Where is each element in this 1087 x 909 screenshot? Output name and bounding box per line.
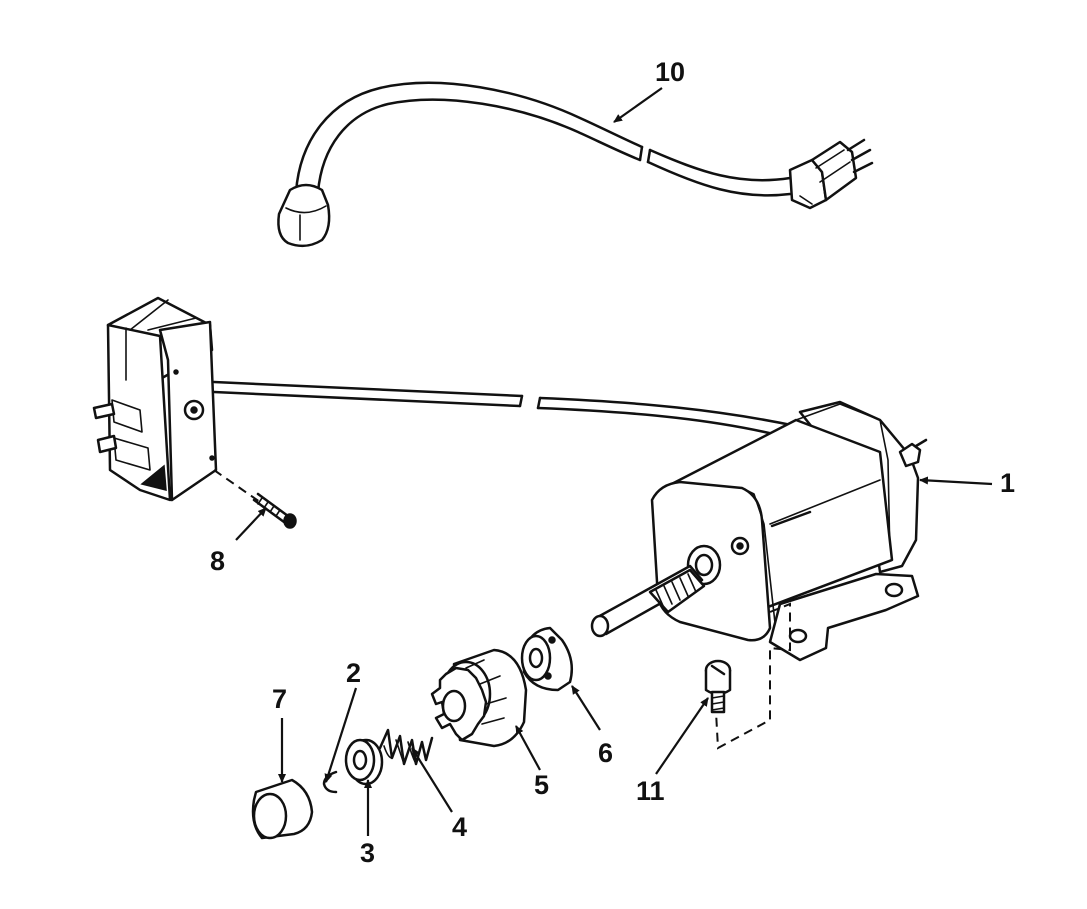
callout-1: 1	[1000, 468, 1015, 498]
callout-labels: 10 1 8 2 7 6 5 11 4 3	[210, 57, 1015, 868]
pinion-gear-icon	[430, 648, 528, 748]
leader-lines	[235, 87, 993, 836]
power-cord-icon	[277, 81, 874, 248]
callout-8: 8	[210, 546, 225, 576]
screw-icon	[213, 469, 297, 529]
callout-4: 4	[452, 812, 467, 842]
callout-5: 5	[534, 770, 549, 800]
starter-motor-icon	[590, 400, 928, 662]
callout-6: 6	[598, 738, 613, 768]
callout-7: 7	[272, 684, 287, 714]
switch-cable-icon	[212, 380, 798, 440]
spring-retainer-icon	[344, 738, 384, 786]
switch-box-icon	[92, 296, 218, 502]
cap-icon	[251, 778, 314, 840]
spring-icon	[378, 728, 434, 766]
retaining-ring-icon	[322, 770, 338, 794]
hub-icon	[520, 626, 573, 692]
mounting-bolt-icon	[704, 602, 791, 750]
callout-10: 10	[655, 57, 685, 87]
callout-2: 2	[346, 658, 361, 688]
callout-3: 3	[360, 838, 375, 868]
callout-11: 11	[636, 776, 665, 806]
